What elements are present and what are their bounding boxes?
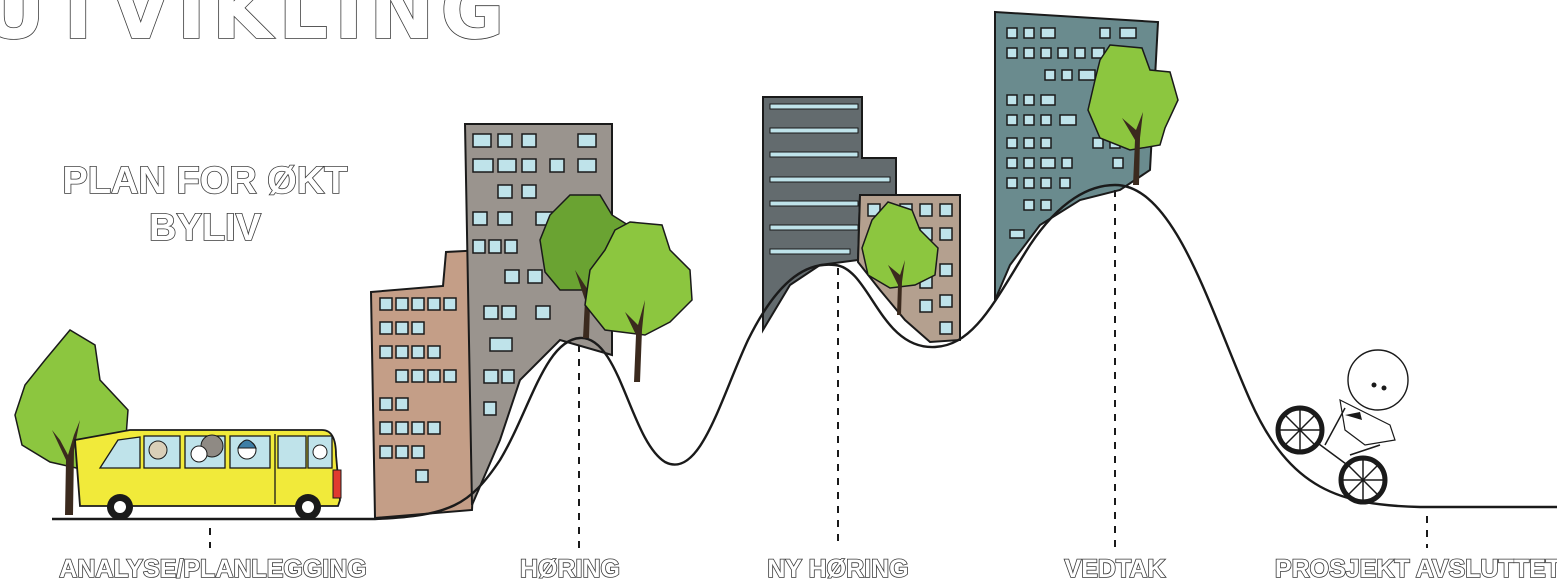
building-gray — [463, 123, 613, 506]
diagram-title: UTVIKLING — [0, 0, 510, 57]
plan-title-line-1: PLAN FOR ØKT — [63, 160, 348, 202]
tree-icon-ny-horing — [861, 201, 939, 315]
stage-label-vedtak: VEDTAK — [1065, 555, 1166, 583]
tree-icon-horing-front — [584, 221, 693, 382]
stage-label-analyse: ANALYSE/PLANLEGGING — [59, 555, 366, 583]
building-dark — [762, 96, 897, 334]
building-tan — [369, 248, 486, 520]
cyclist-icon — [1275, 349, 1409, 505]
bus-icon — [74, 429, 342, 520]
terrain-line — [52, 183, 1557, 521]
tree-icon-vedtak — [1087, 44, 1179, 185]
stage-label-prosjekt-avsluttet: PROSJEKT AVSLUTTET — [1275, 555, 1557, 583]
plan-title-line-2: BYLIV — [149, 207, 262, 249]
stage-label-ny-horing: NY HØRING — [767, 555, 908, 583]
stage-markers — [209, 190, 1428, 548]
stage-label-horing: HØRING — [520, 555, 620, 583]
